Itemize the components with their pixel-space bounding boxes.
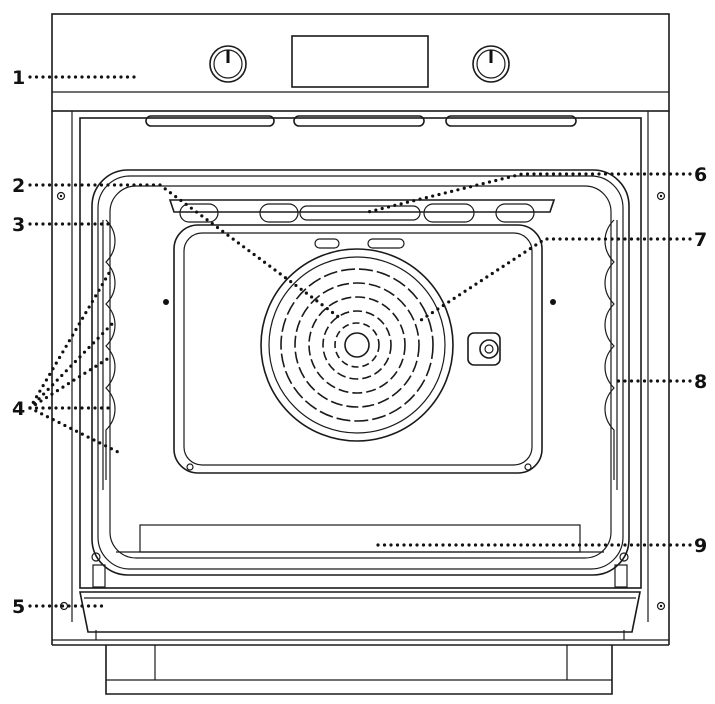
callout-7: 7 bbox=[694, 229, 707, 251]
oven-lamp bbox=[467, 332, 501, 366]
fan-cover bbox=[260, 248, 454, 442]
callout-1: 1 bbox=[12, 67, 25, 89]
oven-door bbox=[79, 591, 641, 695]
left-knob bbox=[209, 45, 247, 83]
callout-2: 2 bbox=[12, 175, 25, 197]
callout-6: 6 bbox=[694, 164, 707, 186]
right-knob bbox=[472, 45, 510, 83]
callout-3: 3 bbox=[12, 214, 25, 236]
control-panel bbox=[51, 13, 670, 127]
callout-leaders bbox=[28, 75, 692, 608]
oven-frame bbox=[51, 111, 670, 646]
callout-5: 5 bbox=[12, 596, 25, 618]
left-shelf-guides bbox=[102, 219, 116, 490]
callout-numbers: 1 2 3 4 5 6 7 8 9 bbox=[12, 67, 707, 618]
display-window bbox=[291, 35, 429, 88]
panel-vents bbox=[145, 115, 577, 127]
callout-8: 8 bbox=[694, 371, 707, 393]
oven-cavity bbox=[79, 117, 642, 589]
callout-4: 4 bbox=[12, 398, 25, 420]
right-shelf-guides bbox=[604, 219, 618, 490]
top-heating-element bbox=[168, 199, 556, 223]
callout-9: 9 bbox=[694, 535, 707, 557]
